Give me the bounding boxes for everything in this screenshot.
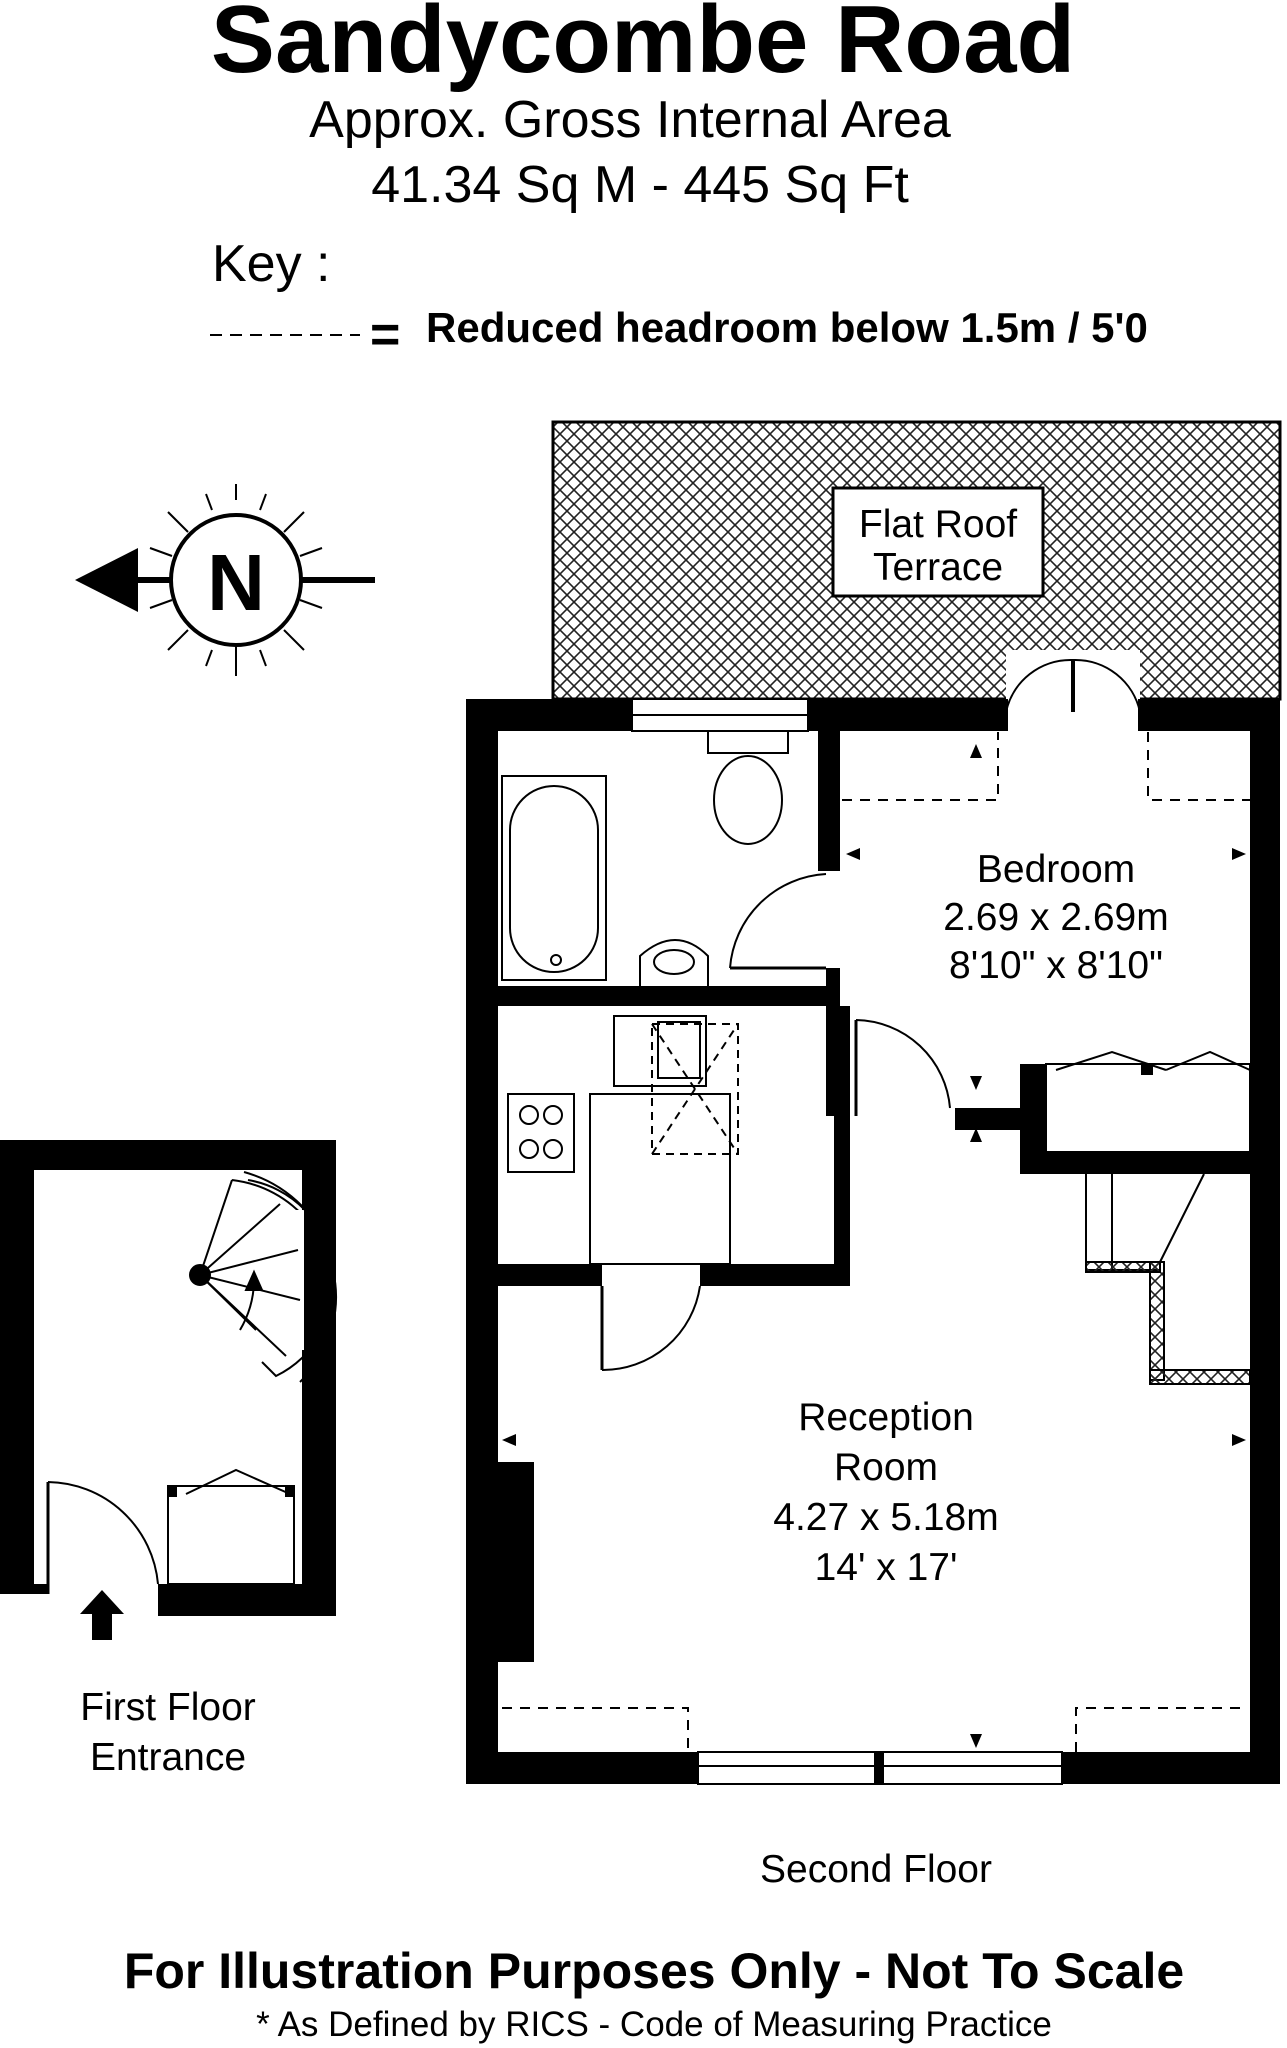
key-label: Key : bbox=[212, 235, 331, 293]
toilet-cistern bbox=[707, 730, 789, 754]
spiral-stair bbox=[46, 1171, 337, 1594]
bedroom-imperial: 8'10" x 8'10" bbox=[949, 944, 1163, 987]
key-equals: = bbox=[370, 306, 400, 364]
reception-dimension-markers bbox=[502, 1434, 1246, 1748]
compass-letter: N bbox=[207, 538, 265, 627]
key-text: Reduced headroom below 1.5m / 5'0 bbox=[426, 304, 1148, 351]
kitchen bbox=[507, 1015, 739, 1372]
terrace-label-box bbox=[831, 486, 1045, 598]
bedroom-metric: 2.69 x 2.69m bbox=[943, 896, 1168, 939]
terrace-label-line2: Terrace bbox=[873, 546, 1003, 589]
toilet-bowl bbox=[713, 755, 783, 845]
disclaimer: For Illustration Purposes Only - Not To … bbox=[124, 1943, 1184, 1999]
bedroom bbox=[842, 658, 1251, 1153]
bedroom-dimension-markers bbox=[846, 744, 1246, 1142]
reception-line2: Room bbox=[834, 1446, 938, 1489]
terrace-label-line1: Flat Roof bbox=[859, 503, 1017, 546]
second-floor-walls bbox=[466, 699, 1280, 1784]
second-floor-label: Second Floor bbox=[760, 1848, 992, 1891]
north-arrow-icon: N bbox=[75, 484, 375, 676]
plan-subtitle: Approx. Gross Internal Area bbox=[309, 91, 951, 149]
first-floor-walls bbox=[0, 1140, 336, 1616]
reception-line1: Reception bbox=[798, 1396, 974, 1439]
reception-imperial: 14' x 17' bbox=[815, 1546, 958, 1589]
bathroom bbox=[501, 730, 827, 986]
reception-metric: 4.27 x 5.18m bbox=[773, 1496, 998, 1539]
kitchen-sink bbox=[613, 1015, 707, 1087]
entrance-arrow-icon bbox=[80, 1590, 124, 1640]
bathtub bbox=[501, 775, 607, 981]
rics-note: * As Defined by RICS - Code of Measuring… bbox=[256, 2005, 1052, 2044]
stairs-second-floor bbox=[1085, 1173, 1205, 1273]
first-floor-label-line1: First Floor bbox=[80, 1686, 256, 1729]
plan-title: Sandycombe Road bbox=[211, 0, 1075, 93]
hob bbox=[507, 1093, 575, 1173]
first-floor-label-line2: Entrance bbox=[90, 1736, 246, 1779]
plan-area: 41.34 Sq M - 445 Sq Ft bbox=[371, 156, 909, 214]
basin bbox=[639, 939, 709, 986]
reception-room bbox=[502, 1707, 1248, 1752]
bedroom-name: Bedroom bbox=[977, 848, 1135, 891]
